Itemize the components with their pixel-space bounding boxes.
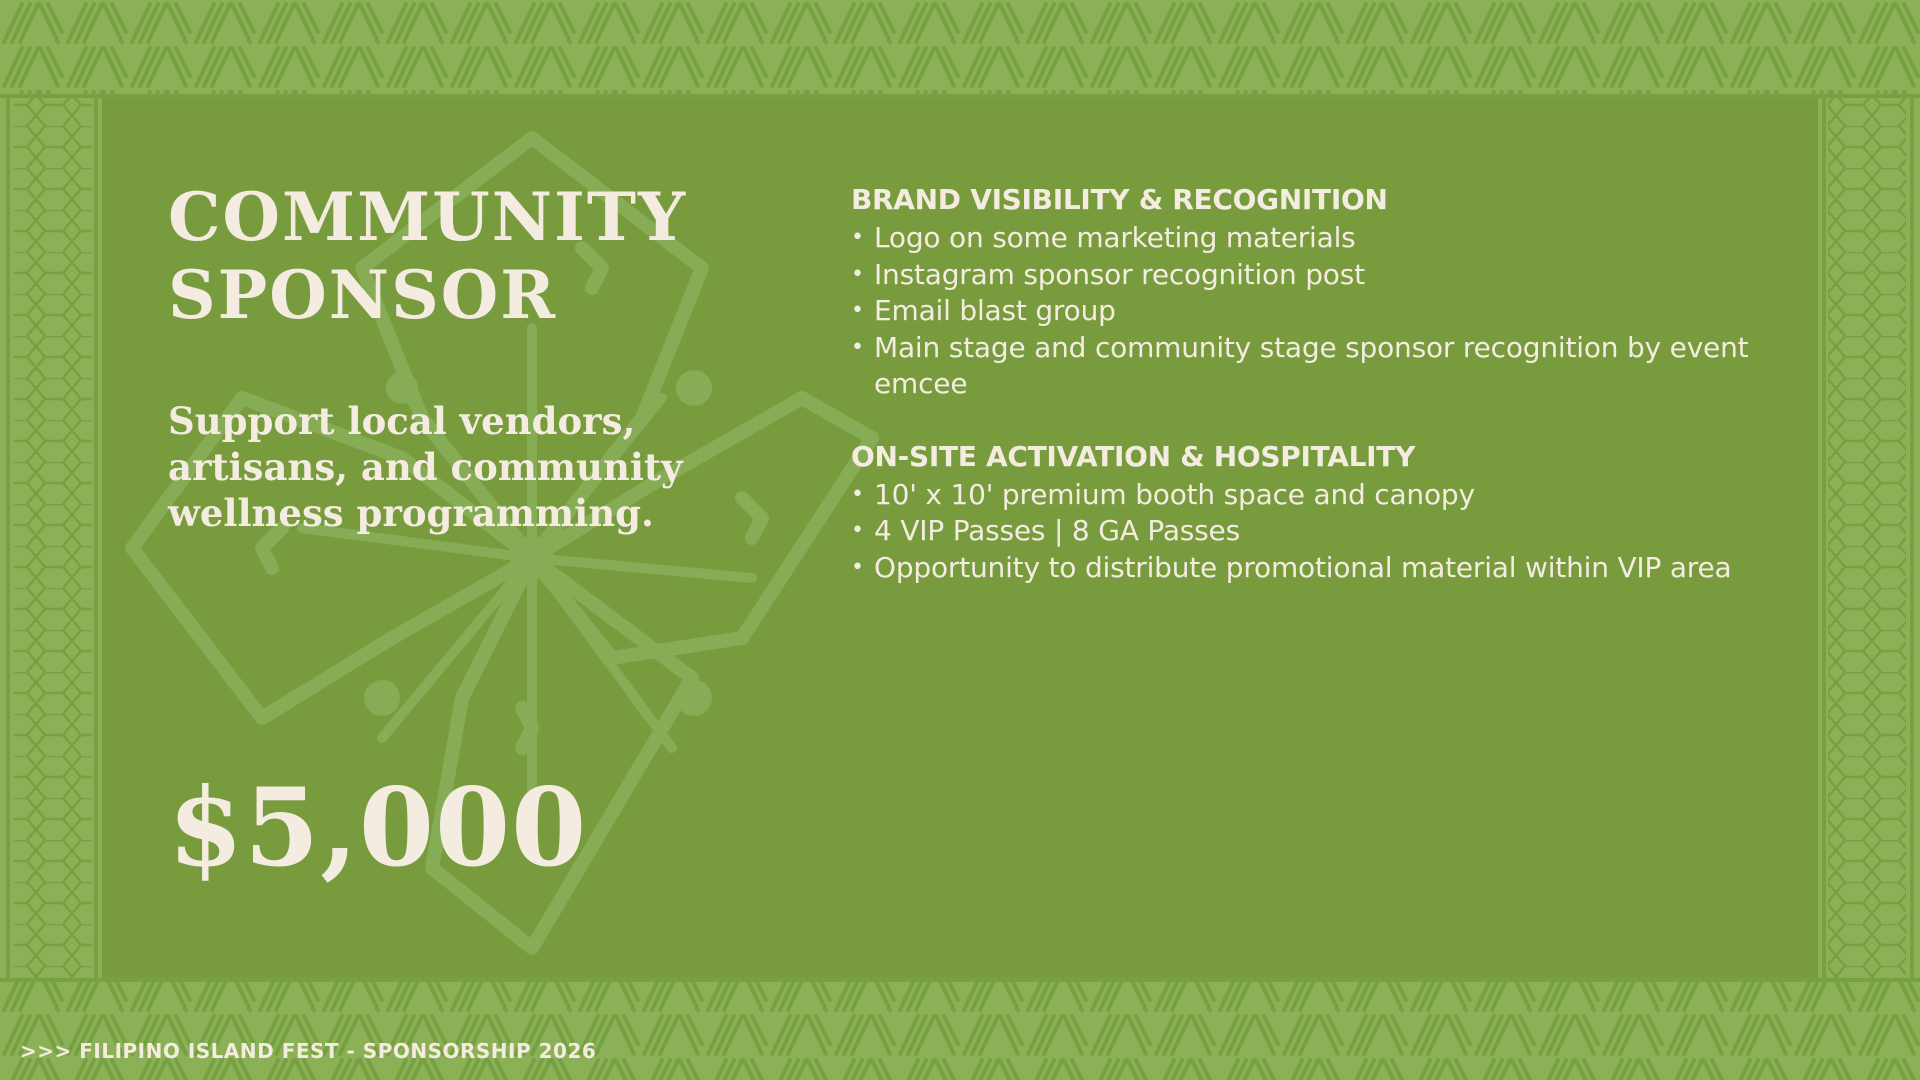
footer-caption: >>> FILIPINO ISLAND FEST - SPONSORSHIP 2…: [20, 1039, 597, 1063]
list-item: Opportunity to distribute promotional ma…: [851, 550, 1771, 587]
section-heading: BRAND VISIBILITY & RECOGNITION: [851, 183, 1388, 216]
list-item: Email blast group: [851, 293, 1771, 330]
title-line-1: COMMUNITY: [168, 178, 688, 256]
benefits-list: BRAND VISIBILITY & RECOGNITION Logo on s…: [851, 182, 1771, 622]
list-item: Main stage and community stage sponsor r…: [851, 330, 1771, 403]
list-item: 4 VIP Passes | 8 GA Passes: [851, 513, 1771, 550]
tier-price: $5,000: [168, 765, 588, 891]
content-panel: COMMUNITY SPONSOR Support local vendors,…: [102, 98, 1818, 978]
benefit-items: 10' x 10' premium booth space and canopy…: [851, 477, 1771, 587]
list-item: Logo on some marketing materials: [851, 220, 1771, 257]
list-item: Instagram sponsor recognition post: [851, 257, 1771, 294]
tribal-sun-motif: [125, 131, 879, 955]
tier-tagline: Support local vendors, artisans, and com…: [168, 399, 683, 535]
benefit-items: Logo on some marketing materials Instagr…: [851, 220, 1771, 403]
benefit-section-onsite: ON-SITE ACTIVATION & HOSPITALITY 10' x 1…: [851, 439, 1771, 587]
section-heading: ON-SITE ACTIVATION & HOSPITALITY: [851, 439, 1416, 473]
list-item: 10' x 10' premium booth space and canopy: [851, 477, 1771, 514]
title-line-2: SPONSOR: [168, 256, 558, 334]
benefit-section-brand: BRAND VISIBILITY & RECOGNITION Logo on s…: [851, 182, 1771, 403]
page-title: COMMUNITY SPONSOR: [168, 178, 788, 334]
